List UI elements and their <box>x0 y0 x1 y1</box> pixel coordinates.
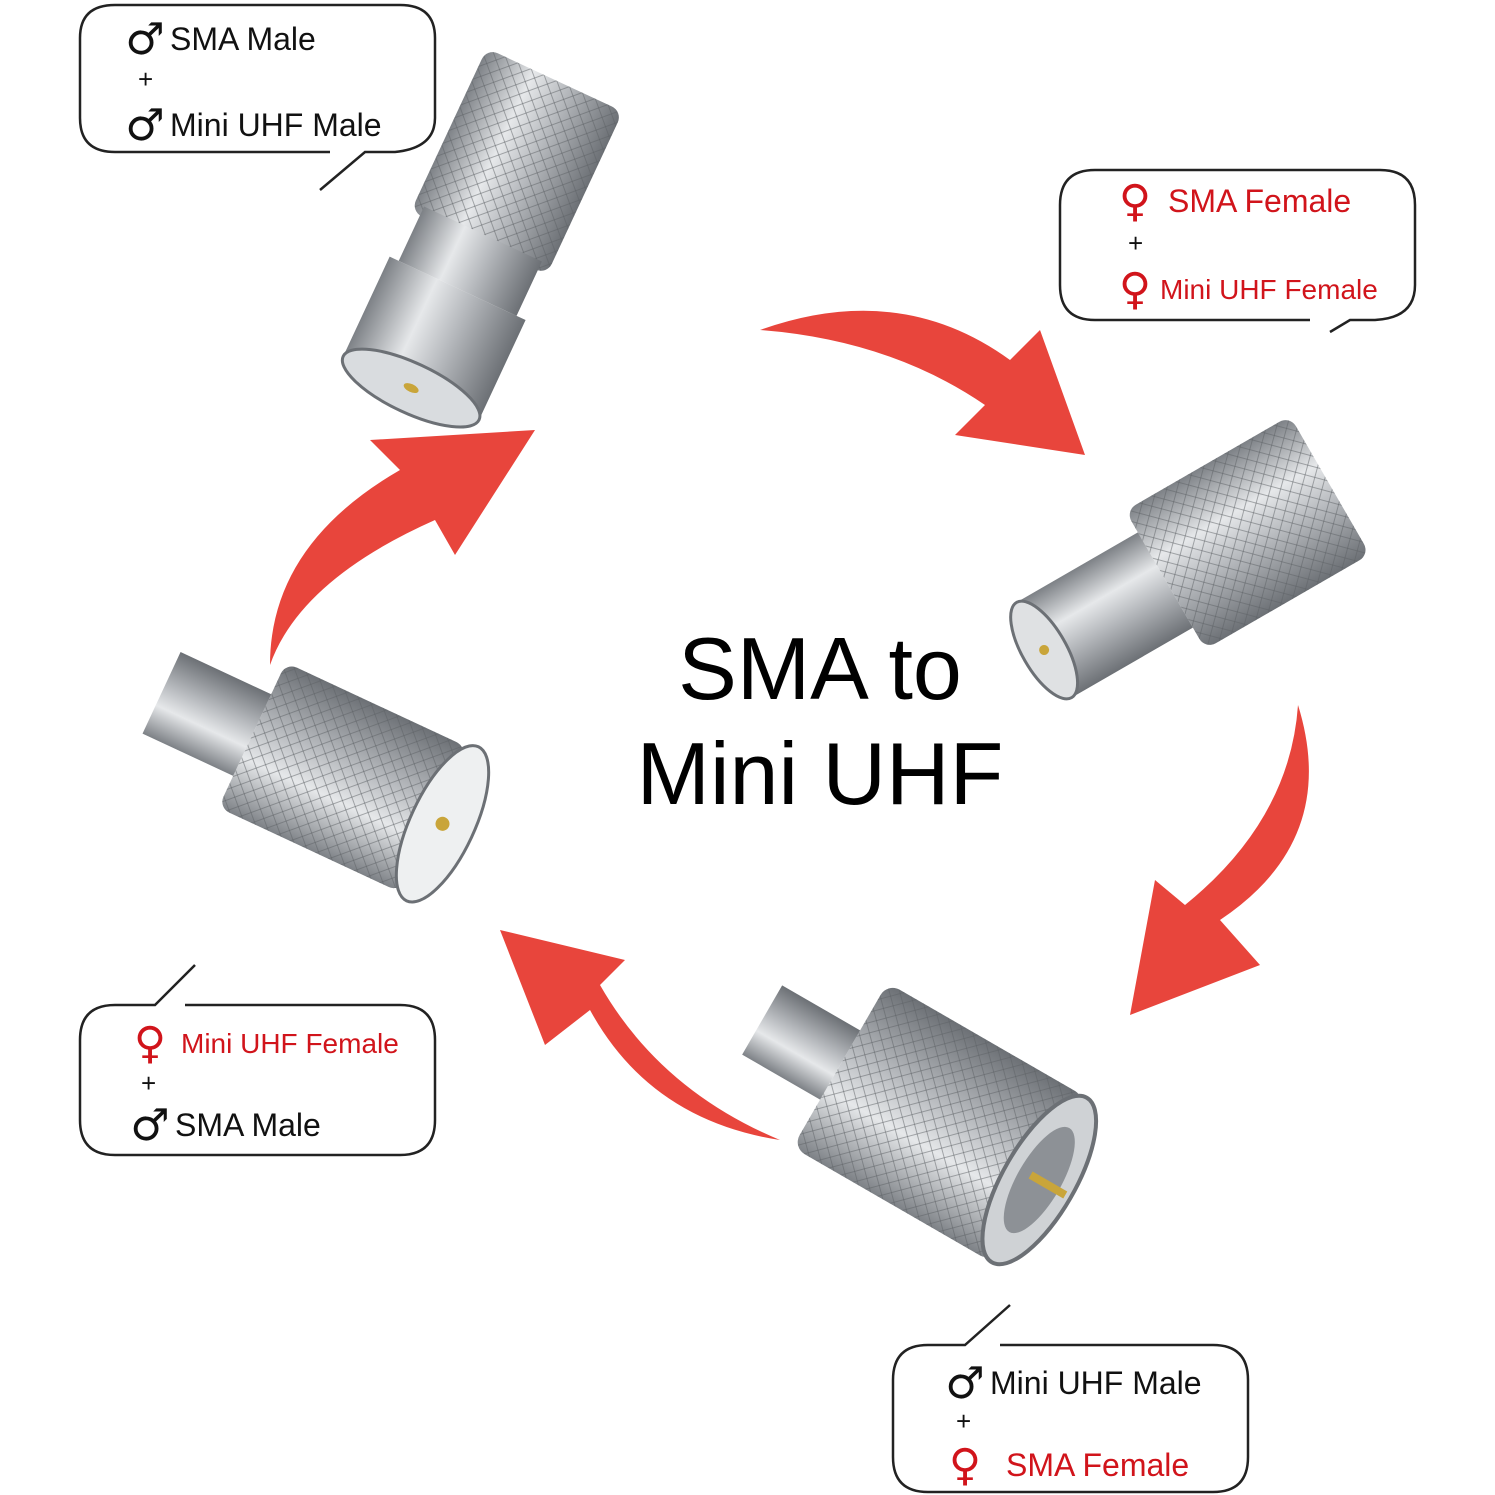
callout-line: ♀ SMA Female <box>940 1440 1189 1491</box>
title-line-2: Mini UHF <box>636 724 1004 823</box>
callout-bottom-left: ♀ Mini UHF Female + ♂SMA Male <box>125 1008 480 1156</box>
arrow-right-down <box>1130 705 1309 1015</box>
callout-bubble-bottom-left <box>78 964 437 1157</box>
callout-label: SMA Male <box>175 1107 321 1143</box>
callout-bubble-top-left <box>78 3 437 191</box>
arrow-bottom-left <box>500 930 780 1140</box>
plus-sign: + <box>956 1406 972 1436</box>
callout-line: ♂SMA Male <box>125 1100 321 1151</box>
callout-line: ♂Mini UHF Male <box>940 1358 1202 1409</box>
callout-label: Mini UHF Female <box>1160 273 1378 305</box>
callout-line: ♂SMA Male <box>120 14 316 65</box>
male-symbol-icon: ♂ <box>125 100 165 151</box>
female-symbol-icon: ♀ <box>1118 176 1152 227</box>
callout-top-right: ♀SMA Female + ♀Mini UHF Female <box>1110 172 1465 320</box>
female-symbol-icon: ♀ <box>133 1018 167 1069</box>
plus-sign: + <box>141 1068 157 1098</box>
callout-label: SMA Male <box>170 21 316 57</box>
callout-label: SMA Female <box>1006 1447 1190 1483</box>
callout-label: Mini UHF Female <box>181 1027 399 1059</box>
connector-mini-uhf-male-sma-female <box>742 985 1099 1267</box>
callout-label: SMA Female <box>1168 183 1352 219</box>
arrow-left-up <box>270 430 535 665</box>
plus-sign: + <box>1128 228 1144 258</box>
connector-mini-uhf-female-sma-male <box>142 652 491 904</box>
callout-line: ♀Mini UHF Female <box>1110 264 1378 315</box>
connector-sma-female-mini-uhf-female <box>1009 420 1366 701</box>
male-symbol-icon: ♂ <box>945 1358 985 1409</box>
callout-top-left: ♂SMA Male + ♂Mini UHF Male <box>120 10 475 158</box>
arrow-top-right <box>760 310 1085 455</box>
female-symbol-icon: ♀ <box>948 1440 982 1491</box>
female-symbol-icon: ♀ <box>1118 264 1152 315</box>
callout-label: Mini UHF Male <box>990 1365 1202 1401</box>
connector-sma-male-mini-uhf-male <box>340 52 619 429</box>
plus-sign: + <box>138 64 154 94</box>
callout-bottom-right: ♂Mini UHF Male + ♀ SMA Female <box>940 1348 1295 1495</box>
callout-bubble-bottom-right <box>891 1304 1250 1494</box>
title-line-1: SMA to <box>678 619 962 718</box>
callout-label: Mini UHF Male <box>170 107 382 143</box>
callout-line: ♂Mini UHF Male <box>120 100 382 151</box>
callout-line: ♀ Mini UHF Female <box>125 1018 399 1069</box>
callout-bubble-top-right <box>1058 168 1417 334</box>
male-symbol-icon: ♂ <box>125 14 165 65</box>
male-symbol-icon: ♂ <box>130 1100 170 1151</box>
callout-line: ♀ SMA Female <box>1110 176 1351 227</box>
